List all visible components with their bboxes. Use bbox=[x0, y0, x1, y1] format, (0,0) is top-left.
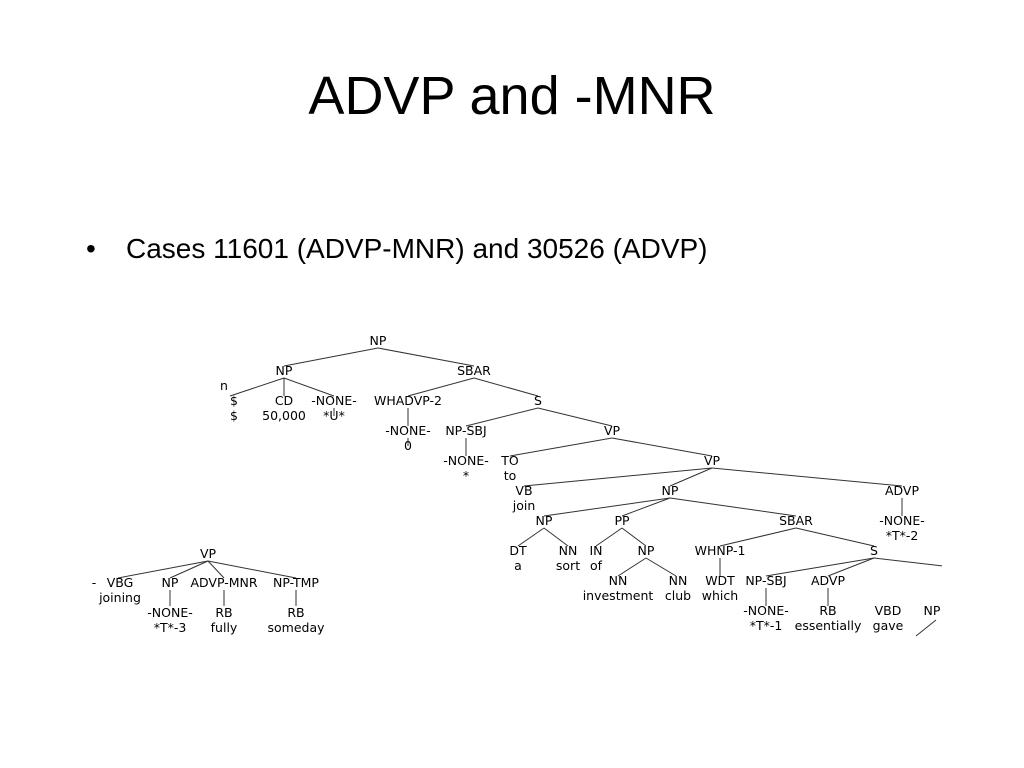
tree-node: NP bbox=[276, 363, 293, 378]
tree-node: DT bbox=[509, 543, 527, 558]
parse-tree-small: VP - VBG joining NP -NONE- *T*-3 ADVP-MN… bbox=[92, 546, 325, 635]
tree-node: NN bbox=[669, 573, 688, 588]
tree-node: someday bbox=[267, 620, 325, 635]
tree-node: *U* bbox=[323, 408, 345, 423]
tree-node: NP bbox=[536, 513, 553, 528]
tree-node: *T*-3 bbox=[154, 620, 187, 635]
parse-tree-main: NP NP SBAR n $ $ CD 50,000 -NONE- *U* WH… bbox=[220, 333, 942, 637]
tree-node: club bbox=[665, 588, 691, 603]
tree-node: VB bbox=[515, 483, 532, 498]
tree-node: -NONE- bbox=[147, 605, 192, 620]
tree-node: to bbox=[504, 468, 517, 483]
tree-node: NP-SBJ bbox=[445, 423, 486, 438]
tree-node: join bbox=[512, 498, 536, 513]
tree-node: NP-SBJ bbox=[745, 573, 786, 588]
tree-node: S bbox=[870, 543, 878, 558]
tree-node: * bbox=[463, 468, 469, 483]
tree-node: $ bbox=[230, 408, 238, 423]
tree-labels: NP NP SBAR n $ $ CD 50,000 -NONE- *U* WH… bbox=[220, 333, 941, 633]
tree-node: NP bbox=[638, 543, 655, 558]
tree-node: NP bbox=[162, 575, 179, 590]
tree-node: VBG bbox=[107, 575, 134, 590]
tree-node: -NONE- bbox=[385, 423, 430, 438]
tree-node: TO bbox=[500, 453, 519, 468]
bullet-item: • Cases 11601 (ADVP-MNR) and 30526 (ADVP) bbox=[86, 230, 708, 268]
tree-labels: VP - VBG joining NP -NONE- *T*-3 ADVP-MN… bbox=[92, 546, 325, 635]
tree-node: SBAR bbox=[457, 363, 491, 378]
tree-node: $ bbox=[230, 393, 238, 408]
tree-node: 50,000 bbox=[262, 408, 306, 423]
tree-node: NP-TMP bbox=[273, 575, 319, 590]
tree-edges bbox=[117, 560, 297, 606]
tree-node: essentially bbox=[795, 618, 862, 633]
tree-node: PP bbox=[614, 513, 630, 528]
tree-node: VP bbox=[704, 453, 721, 468]
tree-node: a bbox=[514, 558, 522, 573]
tree-node: -NONE- bbox=[879, 513, 924, 528]
tree-node: investment bbox=[583, 588, 654, 603]
tree-node: joining bbox=[98, 590, 141, 605]
tree-node: WHNP-1 bbox=[695, 543, 746, 558]
slide-title: ADVP and -MNR bbox=[308, 66, 716, 126]
tree-edges bbox=[229, 347, 942, 637]
tree-node: VP bbox=[200, 546, 217, 561]
tree-node: *T*-2 bbox=[886, 528, 919, 543]
tree-node: gave bbox=[873, 618, 904, 633]
tree-node: IN bbox=[589, 543, 602, 558]
tree-node: NN bbox=[609, 573, 628, 588]
tree-node: ADVP-MNR bbox=[190, 575, 257, 590]
tree-node: of bbox=[590, 558, 603, 573]
tree-node: which bbox=[702, 588, 738, 603]
tree-node: RB bbox=[215, 605, 232, 620]
tree-node: S bbox=[534, 393, 542, 408]
tree-node: -NONE- bbox=[311, 393, 356, 408]
tree-node: WHADVP-2 bbox=[374, 393, 442, 408]
tree-node: NN bbox=[559, 543, 578, 558]
tree-node: VBD bbox=[875, 603, 902, 618]
tree-node: -NONE- bbox=[743, 603, 788, 618]
tree-node: *T*-1 bbox=[750, 618, 783, 633]
tree-node: -NONE- bbox=[443, 453, 488, 468]
tree-node: fully bbox=[211, 620, 238, 635]
tree-node: sort bbox=[556, 558, 580, 573]
tree-node: NP bbox=[370, 333, 387, 348]
bullet-text: Cases 11601 (ADVP-MNR) and 30526 (ADVP) bbox=[126, 233, 708, 264]
tree-node: n bbox=[220, 378, 228, 393]
tree-node: NP bbox=[924, 603, 941, 618]
tree-node: ADVP bbox=[885, 483, 920, 498]
tree-node: CD bbox=[275, 393, 293, 408]
tree-node: ADVP bbox=[811, 573, 846, 588]
tree-node: WDT bbox=[705, 573, 735, 588]
bullet-dot-icon: • bbox=[86, 233, 96, 264]
tree-node: 0 bbox=[404, 438, 412, 453]
tree-node: - bbox=[92, 575, 97, 590]
tree-node: SBAR bbox=[779, 513, 813, 528]
tree-node: VP bbox=[604, 423, 621, 438]
tree-node: RB bbox=[287, 605, 304, 620]
tree-node: NP bbox=[662, 483, 679, 498]
tree-node: RB bbox=[819, 603, 836, 618]
